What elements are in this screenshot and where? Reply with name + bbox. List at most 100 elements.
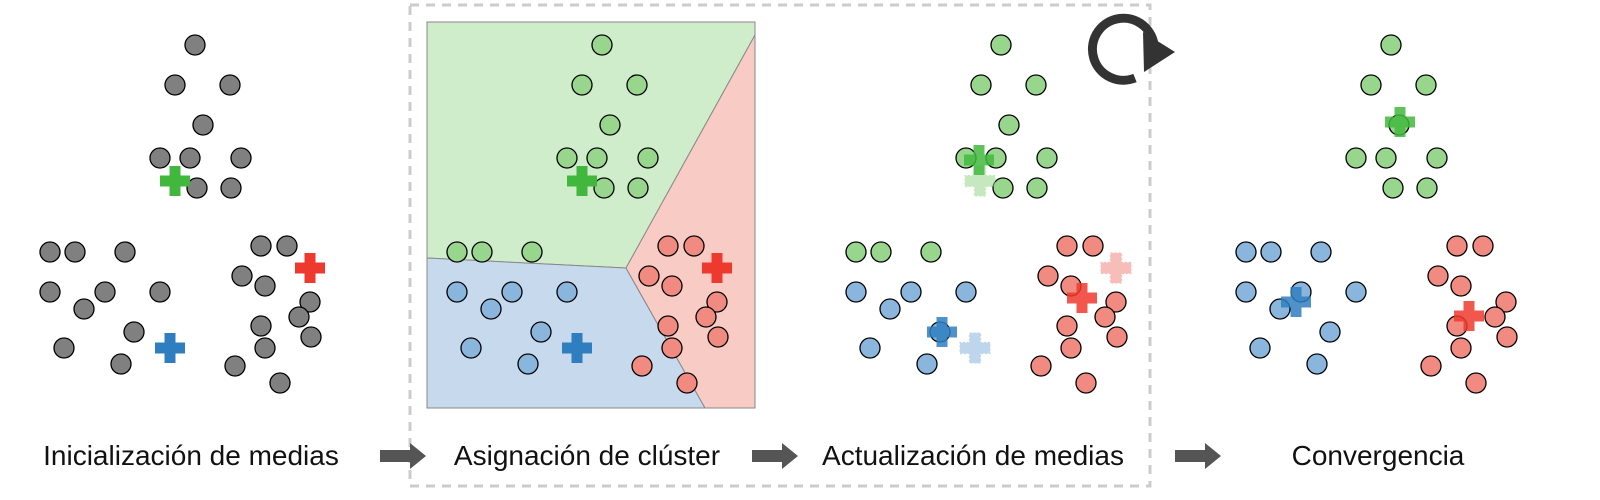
- data-point: [123, 321, 145, 343]
- data-point-green: [1426, 147, 1448, 169]
- data-point-red: [1056, 235, 1078, 257]
- panel-initialization: [39, 34, 325, 394]
- data-point-red: [1082, 235, 1104, 257]
- data-point-red: [683, 235, 705, 257]
- data-point: [250, 235, 272, 257]
- data-point-blue: [1235, 241, 1257, 263]
- data-point-green: [920, 241, 942, 263]
- data-point-blue: [1306, 353, 1328, 375]
- data-point-green: [471, 241, 493, 263]
- data-point: [94, 281, 116, 303]
- new-blue-centroid-plus-icon: [927, 317, 957, 347]
- data-point-red: [1105, 291, 1127, 313]
- data-point-green: [990, 34, 1012, 56]
- data-point-green: [1036, 147, 1058, 169]
- data-point-red: [706, 291, 728, 313]
- data-point: [299, 291, 321, 313]
- data-point-green: [637, 147, 659, 169]
- data-point-blue: [1249, 337, 1271, 359]
- data-point: [110, 353, 132, 375]
- data-point-blue: [480, 298, 502, 320]
- data-point-green: [591, 34, 613, 56]
- data-point-red: [638, 265, 660, 287]
- data-point-green: [1026, 177, 1048, 199]
- red-centroid-plus-icon: [702, 253, 732, 283]
- data-point-blue: [1235, 281, 1257, 303]
- data-point-green: [599, 114, 621, 136]
- data-point: [250, 315, 272, 337]
- data-point: [64, 241, 86, 263]
- data-point-green: [998, 114, 1020, 136]
- data-point-red: [1465, 372, 1487, 394]
- data-point: [164, 74, 186, 96]
- data-point: [230, 147, 252, 169]
- data-point: [276, 235, 298, 257]
- data-point-red: [1094, 306, 1116, 328]
- data-point-red: [1484, 306, 1506, 328]
- data-point-red: [657, 315, 679, 337]
- data-point: [179, 147, 201, 169]
- caption-update-means: Actualización de medias: [822, 440, 1124, 471]
- data-point-red: [1427, 265, 1449, 287]
- data-point-blue: [955, 281, 977, 303]
- red-centroid-plus-icon: [1454, 301, 1484, 331]
- data-point-green: [845, 241, 867, 263]
- data-point-red: [1450, 275, 1472, 297]
- data-point: [254, 337, 276, 359]
- data-point-blue: [530, 321, 552, 343]
- data-point-blue: [517, 353, 539, 375]
- old-blue-centroid-plus-icon: [959, 332, 991, 364]
- data-point-blue: [1310, 241, 1332, 263]
- data-point-green: [1375, 147, 1397, 169]
- red-centroid-plus-icon: [295, 253, 325, 283]
- data-point-red: [661, 275, 683, 297]
- data-point-green: [870, 241, 892, 263]
- data-point-green: [593, 177, 615, 199]
- data-point-red: [1106, 326, 1128, 348]
- loop-arrow-icon: [1087, 13, 1175, 85]
- data-point-red: [1420, 355, 1442, 377]
- data-point: [224, 355, 246, 377]
- caption-initialization: Inicialización de medias: [43, 440, 339, 471]
- data-point: [254, 275, 276, 297]
- data-point-green: [556, 147, 578, 169]
- green-centroid-plus-icon: [567, 166, 597, 196]
- data-point: [114, 241, 136, 263]
- blue-centroid-plus-icon: [1281, 287, 1311, 317]
- step-arrow-right-icon: [380, 443, 426, 469]
- data-point-red: [1060, 337, 1082, 359]
- data-point-green: [1415, 74, 1437, 96]
- data-point-green: [992, 177, 1014, 199]
- data-point: [149, 147, 171, 169]
- data-point: [39, 241, 61, 263]
- data-point-blue: [1260, 241, 1282, 263]
- green-centroid-plus-icon: [160, 166, 190, 196]
- data-point-red: [1056, 315, 1078, 337]
- data-point-red: [1446, 235, 1468, 257]
- data-point-green: [586, 147, 608, 169]
- data-point-red: [661, 337, 683, 359]
- old-red-centroid-plus-icon: [1100, 252, 1132, 284]
- panel-update-means: [845, 34, 1132, 394]
- data-point-red: [1037, 265, 1059, 287]
- caption-convergence: Convergencia: [1291, 440, 1465, 471]
- data-point-blue: [1319, 321, 1341, 343]
- data-point-green: [1416, 177, 1438, 199]
- data-point-red: [1496, 326, 1518, 348]
- data-point-red: [1495, 291, 1517, 313]
- data-point-blue: [1345, 281, 1367, 303]
- data-point: [220, 177, 242, 199]
- data-point-green: [446, 241, 468, 263]
- data-point: [186, 177, 208, 199]
- data-point-green: [571, 74, 593, 96]
- data-point: [149, 281, 171, 303]
- data-point-green: [1345, 147, 1367, 169]
- data-point: [288, 306, 310, 328]
- flow-decorations: [380, 3, 1221, 488]
- data-point-blue: [446, 281, 468, 303]
- data-point: [231, 265, 253, 287]
- data-point-blue: [845, 281, 867, 303]
- data-point-blue: [859, 337, 881, 359]
- step-arrow-right-icon: [1175, 443, 1221, 469]
